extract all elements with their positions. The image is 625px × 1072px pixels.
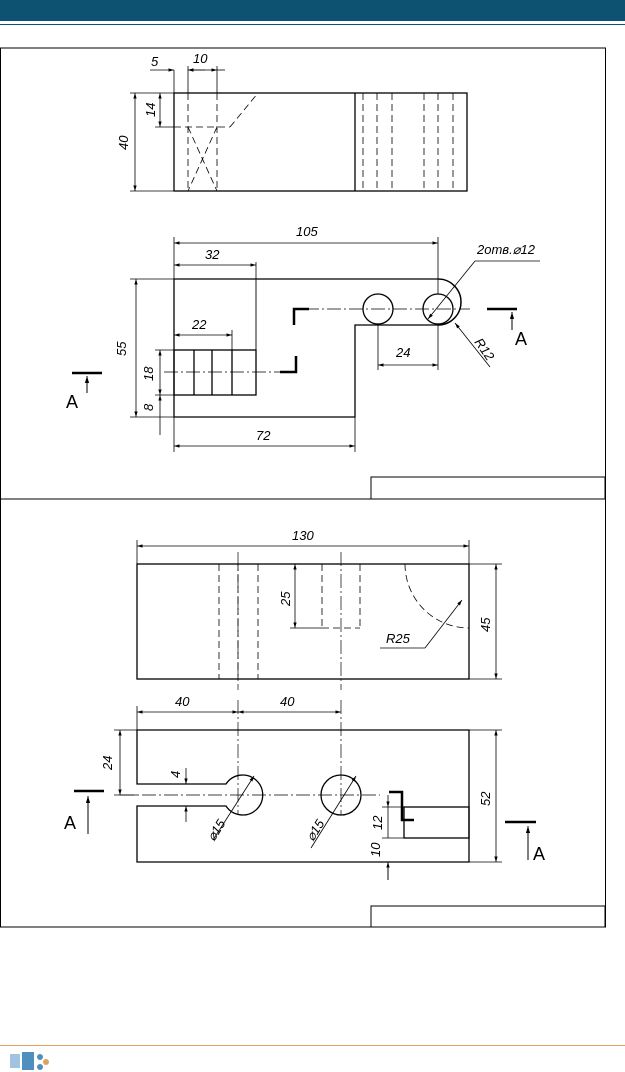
drawing-1-section-arrows xyxy=(84,312,515,393)
drawing-2-dimension-labels: 130 25 R25 45 40 40 24 4 ⌀15 ⌀15 52 12 1… xyxy=(100,528,493,857)
dim-40: 40 xyxy=(116,135,131,150)
section-label-a-left-2: A xyxy=(64,813,76,833)
dim-45: 45 xyxy=(478,617,493,632)
dim-25: 25 xyxy=(278,591,293,607)
dim-24: 24 xyxy=(395,345,410,360)
drawing-2 xyxy=(0,498,606,928)
dim-40-left: 40 xyxy=(175,694,190,709)
dim-18: 18 xyxy=(141,366,156,381)
drawing-1-frame xyxy=(0,47,606,500)
drawing-2-centerlines xyxy=(120,552,380,815)
dim-105: 105 xyxy=(296,224,318,239)
dim-22: 22 xyxy=(191,317,207,332)
dim-72: 72 xyxy=(256,428,271,443)
drawing-1-dimension-labels: 5 10 14 40 105 32 22 55 18 8 72 24 2отв.… xyxy=(114,51,536,443)
dim-55: 55 xyxy=(114,341,129,356)
dim-130: 130 xyxy=(292,528,314,543)
dim-14: 14 xyxy=(143,103,158,117)
drawing-1-top-view-hidden-lines xyxy=(174,92,454,192)
dim-r12: R12 xyxy=(472,335,498,364)
dim-d15-right: ⌀15 xyxy=(303,816,328,844)
drawing-2-front-view xyxy=(136,729,470,863)
drawing-1-top-view xyxy=(173,92,468,192)
section-label-a-left-1: A xyxy=(66,392,78,412)
publisher-logo-icon xyxy=(10,1052,49,1070)
dim-5: 5 xyxy=(151,54,159,69)
dim-10: 10 xyxy=(368,842,383,857)
dim-4: 4 xyxy=(168,771,183,778)
drawing-2-frame xyxy=(0,498,606,928)
drawing-2-top-view xyxy=(136,563,470,680)
footer-rule xyxy=(0,1045,625,1046)
dim-12: 12 xyxy=(370,815,385,830)
header-rule xyxy=(0,24,625,25)
dim-holes: 2отв.⌀12 xyxy=(476,242,536,257)
dim-52: 52 xyxy=(478,791,493,806)
dim-r25: R25 xyxy=(386,631,411,646)
section-label-a-right-2: A xyxy=(533,844,545,864)
drawing-1-front-view xyxy=(173,278,462,418)
dim-d15-left: ⌀15 xyxy=(204,816,229,844)
drawing-2-section-arrows xyxy=(85,796,531,860)
drawing-1 xyxy=(0,47,606,500)
dim-8: 8 xyxy=(141,403,156,411)
drawing-1-title-block xyxy=(370,476,606,500)
dim-40-right: 40 xyxy=(280,694,295,709)
dim-24: 24 xyxy=(100,756,115,771)
section-label-a-right-1: A xyxy=(515,329,527,349)
drawing-1-centerlines xyxy=(164,308,470,373)
drawing-2-title-block xyxy=(370,905,606,928)
dim-10: 10 xyxy=(193,51,208,66)
drawing-1-section-marks xyxy=(72,307,517,375)
dim-32: 32 xyxy=(205,247,220,262)
drawing-2-section-marks xyxy=(74,789,536,824)
drawing-2-hidden-lines xyxy=(218,563,470,679)
header-bar xyxy=(0,0,625,21)
